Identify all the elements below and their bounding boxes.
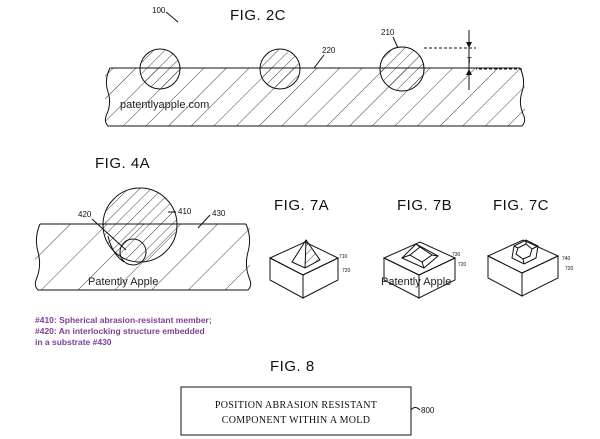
figure-7c: FIG. 7C 740 720 xyxy=(488,197,574,296)
pyramid-710 xyxy=(292,240,320,268)
ref-T: T xyxy=(467,56,472,65)
caption-line-1: #410: Spherical abrasion-resistant membe… xyxy=(35,315,212,325)
fig-7a-title: FIG. 7A xyxy=(274,197,329,214)
watermark-patently-apple-1: Patently Apple xyxy=(88,276,158,288)
ref-220-leader xyxy=(314,55,324,68)
block-720a xyxy=(270,242,338,298)
ref-210-leader xyxy=(393,37,398,48)
caption-line-3: in a substrate #430 xyxy=(35,337,112,347)
ref-720-c: 720 xyxy=(565,266,574,272)
ref-420: 420 xyxy=(78,210,92,219)
fig-2c-title: FIG. 2C xyxy=(230,7,286,24)
watermark-patentlyapple-com: patentlyapple.com xyxy=(120,99,209,111)
figure-4a: FIG. 4A 410 420 430 Patently Apple #410:… xyxy=(35,155,251,347)
fig-7c-title: FIG. 7C xyxy=(493,197,549,214)
fig-7b-title: FIG. 7B xyxy=(397,197,452,214)
ref-410: 410 xyxy=(178,207,192,216)
figure-7a: FIG. 7A 710 720 xyxy=(270,197,351,298)
ref-100-leader xyxy=(166,12,178,22)
block-720c xyxy=(488,240,558,296)
ref-800-leader xyxy=(411,408,420,411)
flow-step-800-line-2: COMPONENT WITHIN A MOLD xyxy=(222,415,370,426)
ref-730: 730 xyxy=(452,252,461,258)
flow-step-800-line-1: POSITION ABRASION RESISTANT xyxy=(215,400,377,411)
ref-720-a: 720 xyxy=(342,268,351,274)
fig-8-title: FIG. 8 xyxy=(270,358,315,375)
ref-210: 210 xyxy=(381,28,395,37)
block-720b xyxy=(384,242,455,298)
flow-step-800-box xyxy=(181,387,411,435)
figure-2c: FIG. 2C 100 210 220 T p xyxy=(105,6,525,126)
ref-100: 100 xyxy=(152,6,166,15)
ref-710: 710 xyxy=(339,254,348,260)
ref-740: 740 xyxy=(562,256,571,262)
watermark-patently-apple-2: Patently Apple xyxy=(381,276,451,288)
figure-7b: FIG. 7B 730 720 Patently Apple xyxy=(381,197,467,298)
ref-220: 220 xyxy=(322,46,336,55)
figure-8: FIG. 8 POSITION ABRASION RESISTANT COMPO… xyxy=(181,358,435,435)
ref-720-b: 720 xyxy=(458,262,467,268)
caption-line-2: #420: An interlocking structure embedded xyxy=(35,326,205,336)
ref-800: 800 xyxy=(421,406,435,415)
fig-4a-title: FIG. 4A xyxy=(95,155,150,172)
ref-430: 430 xyxy=(212,209,226,218)
